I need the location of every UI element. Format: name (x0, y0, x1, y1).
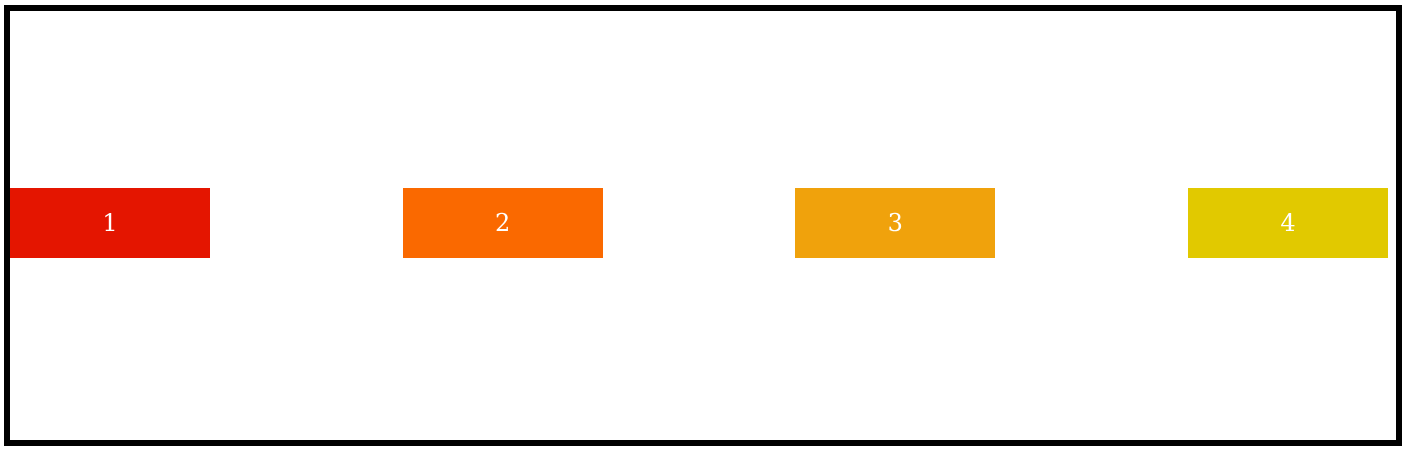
flex-item-3: 3 (795, 188, 996, 258)
flex-row: 1 2 3 4 (10, 188, 1388, 258)
flex-container: 1 2 3 4 (4, 5, 1402, 446)
flex-item-4: 4 (1187, 188, 1388, 258)
flex-item-2: 2 (402, 188, 603, 258)
flex-item-label: 4 (1280, 209, 1296, 237)
flex-item-label: 3 (887, 209, 903, 237)
flex-item-label: 2 (495, 209, 511, 237)
flex-item-label: 1 (102, 209, 118, 237)
flex-item-1: 1 (10, 188, 210, 258)
